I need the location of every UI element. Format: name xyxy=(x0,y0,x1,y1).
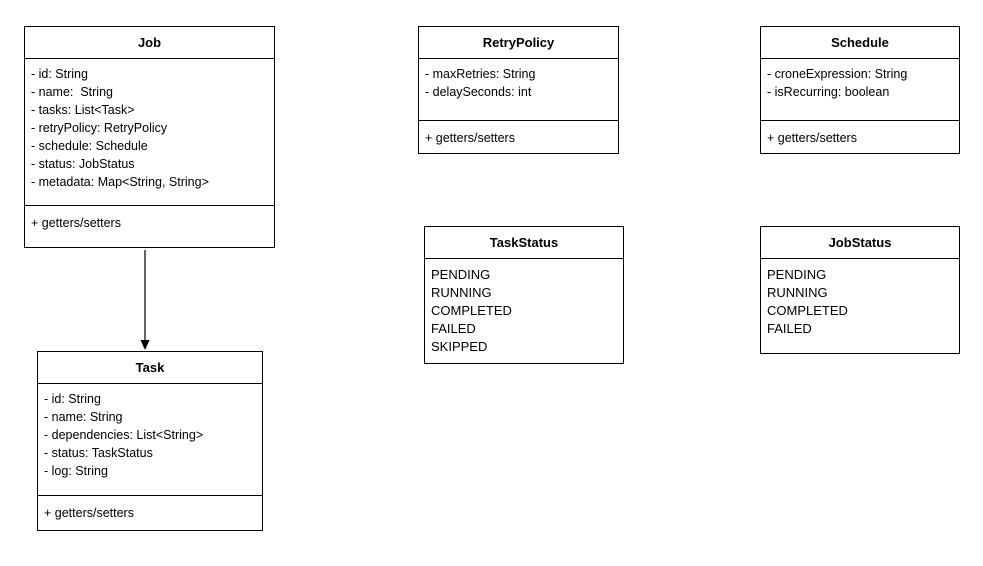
class-title: Job xyxy=(25,27,274,59)
class-job[interactable]: Job - id: String - name: String - tasks:… xyxy=(24,26,275,248)
enum-value: RUNNING xyxy=(431,285,492,300)
enum-value: COMPLETED xyxy=(431,303,512,318)
class-operations: + getters/setters xyxy=(25,205,274,248)
enum-value: COMPLETED xyxy=(767,303,848,318)
enum-value: FAILED xyxy=(431,321,476,336)
class-schedule[interactable]: Schedule - croneExpression: String - isR… xyxy=(760,26,960,154)
class-title: Task xyxy=(38,352,262,384)
enum-value: PENDING xyxy=(431,267,491,282)
enum-title: JobStatus xyxy=(761,227,959,259)
attribute: - name: String xyxy=(31,85,113,99)
operation: + getters/setters xyxy=(425,131,515,145)
class-task[interactable]: Task - id: String - name: String - depen… xyxy=(37,351,263,531)
attribute: - croneExpression: String xyxy=(767,67,908,81)
attribute: - id: String xyxy=(31,67,88,81)
attribute: - dependencies: List<String> xyxy=(44,428,204,442)
class-attributes: - maxRetries: String - delaySeconds: int xyxy=(419,59,618,107)
attribute: - id: String xyxy=(44,392,101,406)
attribute: - delaySeconds: int xyxy=(425,85,532,99)
attribute: - maxRetries: String xyxy=(425,67,536,81)
class-operations: + getters/setters xyxy=(761,120,959,154)
enum-value: FAILED xyxy=(767,321,812,336)
class-attributes: - id: String - name: String - tasks: Lis… xyxy=(25,59,274,197)
attribute: - name: String xyxy=(44,410,123,424)
operation: + getters/setters xyxy=(767,131,857,145)
class-retry-policy[interactable]: RetryPolicy - maxRetries: String - delay… xyxy=(418,26,619,154)
enum-value: PENDING xyxy=(767,267,827,282)
attribute: - metadata: Map<String, String> xyxy=(31,175,209,189)
attribute: - status: TaskStatus xyxy=(44,446,153,460)
class-title: RetryPolicy xyxy=(419,27,618,59)
operation: + getters/setters xyxy=(31,216,121,230)
enum-values: PENDING RUNNING COMPLETED FAILED SKIPPED xyxy=(425,259,623,360)
attribute: - retryPolicy: RetryPolicy xyxy=(31,121,168,135)
enum-values: PENDING RUNNING COMPLETED FAILED xyxy=(761,259,959,342)
enum-value: RUNNING xyxy=(767,285,828,300)
attribute: - log: String xyxy=(44,464,108,478)
enum-title: TaskStatus xyxy=(425,227,623,259)
enum-value: SKIPPED xyxy=(431,339,488,354)
enum-job-status[interactable]: JobStatus PENDING RUNNING COMPLETED FAIL… xyxy=(760,226,960,354)
class-attributes: - croneExpression: String - isRecurring:… xyxy=(761,59,959,107)
operation: + getters/setters xyxy=(44,506,134,520)
class-title: Schedule xyxy=(761,27,959,59)
class-operations: + getters/setters xyxy=(419,120,618,154)
attribute: - tasks: List<Task> xyxy=(31,103,135,117)
attribute: - isRecurring: boolean xyxy=(767,85,890,99)
class-attributes: - id: String - name: String - dependenci… xyxy=(38,384,262,486)
enum-task-status[interactable]: TaskStatus PENDING RUNNING COMPLETED FAI… xyxy=(424,226,624,364)
attribute: - schedule: Schedule xyxy=(31,139,148,153)
class-operations: + getters/setters xyxy=(38,495,262,531)
attribute: - status: JobStatus xyxy=(31,157,135,171)
